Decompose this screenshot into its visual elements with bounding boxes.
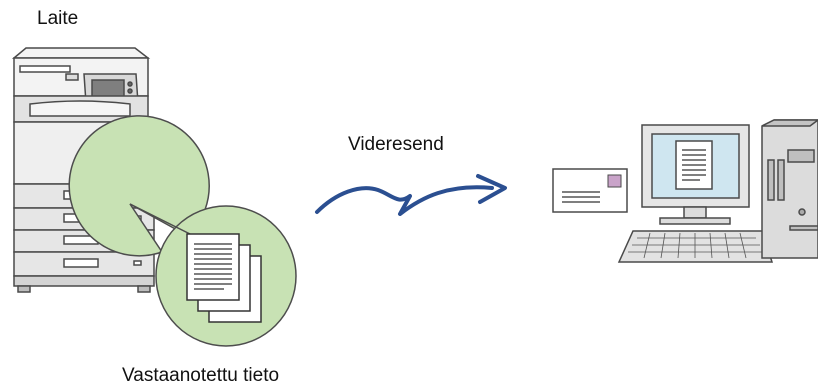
device-label: Laite	[37, 8, 79, 29]
document-stack-icon	[186, 233, 262, 323]
mail-icon	[552, 168, 628, 213]
computer-icon	[617, 119, 818, 263]
received-data-label: Vastaanotettu tieto	[122, 365, 280, 386]
printer-icon	[11, 47, 159, 293]
received-data-bubble	[68, 115, 297, 347]
forward-label: Videresend	[348, 134, 444, 155]
forward-arrow	[315, 174, 507, 216]
